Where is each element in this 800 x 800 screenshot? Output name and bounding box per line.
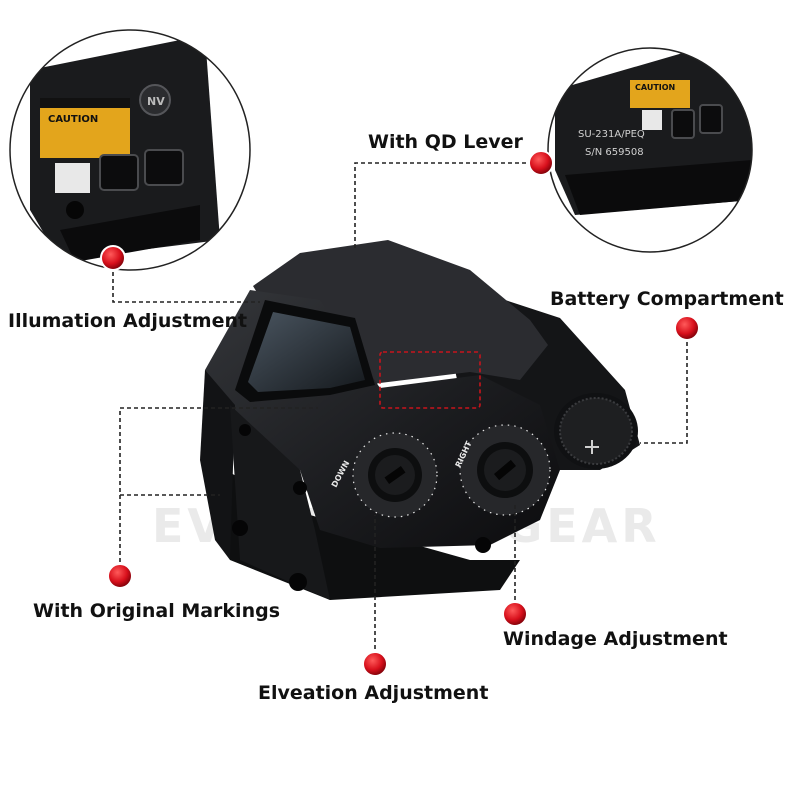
markings-area xyxy=(379,351,481,409)
label-battery-compartment: Battery Compartment xyxy=(550,288,784,310)
inset-right: CAUTION SU-231A/PEQ S/N 659508 xyxy=(547,47,753,253)
battery-cap xyxy=(554,393,638,469)
cross-icon xyxy=(585,440,599,454)
model-text: SU-231A/PEQ xyxy=(578,129,645,140)
holographic-sight: DOWN RIGHT xyxy=(200,240,640,600)
caution-label-right: CAUTION xyxy=(635,83,675,92)
callout-markers xyxy=(100,150,700,677)
label-qd-lever: With QD Lever xyxy=(368,131,523,153)
windage-knob xyxy=(459,424,551,516)
callout-marker-icon xyxy=(107,563,133,589)
elevation-knob xyxy=(352,432,438,518)
inset-left: CAUTION NV xyxy=(9,29,251,271)
caution-label-left: CAUTION xyxy=(48,114,98,125)
label-windage-adjustment: Windage Adjustment xyxy=(503,628,728,650)
label-illumination-adjustment: Illumation Adjustment xyxy=(8,310,248,332)
callout-marker-icon xyxy=(362,651,388,677)
serial-text: S/N 659508 xyxy=(585,147,644,158)
callout-marker-icon xyxy=(100,245,126,271)
label-elevation-adjustment: Elveation Adjustment xyxy=(258,682,489,704)
nv-label: NV xyxy=(147,95,165,108)
callout-marker-icon xyxy=(502,601,528,627)
callout-marker-icon xyxy=(528,150,554,176)
label-original-markings: With Original Markings xyxy=(33,600,280,622)
callout-marker-icon xyxy=(674,315,700,341)
leader-lines xyxy=(112,162,688,663)
